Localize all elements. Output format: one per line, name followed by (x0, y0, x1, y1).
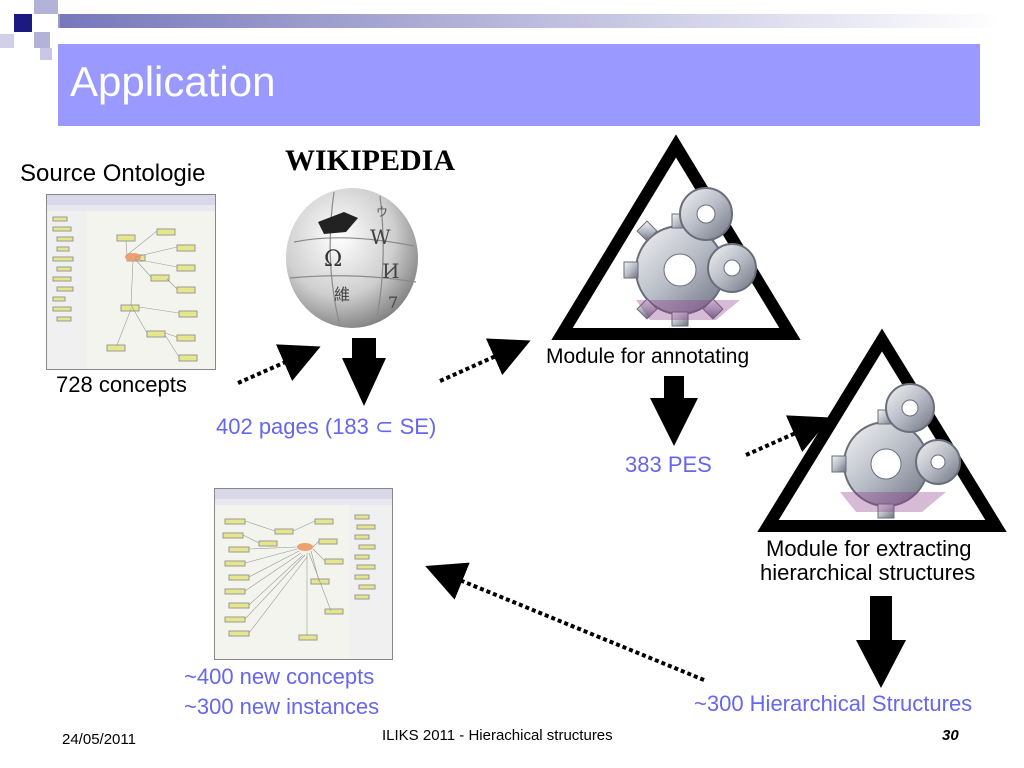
svg-text:И: И (382, 259, 399, 283)
subset-symbol: ⊂ (375, 414, 394, 439)
title-strip (60, 14, 1000, 28)
result-ontology-screenshot (214, 488, 393, 660)
wikipedia-logo-text: WIKIPEDIA (285, 144, 456, 177)
new-instances-label: ~300 new instances (184, 694, 380, 719)
dotted-arrow (425, 562, 705, 682)
new-concepts-label: ~400 new concepts (184, 664, 375, 689)
wikipedia-wordmark: WIKIPEDIA (285, 144, 455, 178)
pes-count: 383 PES (625, 452, 712, 477)
corner-square-light (0, 34, 14, 48)
corner-square-light (40, 48, 52, 60)
title-bar (58, 44, 980, 126)
extracting-module-icon (757, 328, 1007, 532)
hier-structures-label: ~300 Hierarchical Structures (694, 691, 973, 716)
page-number: 30 (942, 727, 959, 744)
corner-square-light (34, 32, 50, 48)
annotating-module-icon (551, 134, 801, 340)
source-count: 728 concepts (56, 372, 187, 397)
dotted-arrow (237, 344, 321, 385)
svg-text:W: W (370, 225, 391, 249)
svg-text:ウ: ウ (376, 205, 388, 219)
svg-text:7: 7 (388, 293, 398, 312)
down-arrow (856, 596, 906, 688)
svg-text:Ω: Ω (324, 247, 342, 272)
corner-square-light (34, 0, 58, 14)
dotted-arrow (745, 415, 831, 457)
down-arrow (342, 338, 386, 406)
footer-title: ILIKS 2011 - Hierachical structures (382, 727, 613, 744)
svg-text:維: 維 (334, 285, 350, 304)
pages-suffix: SE) (399, 414, 437, 439)
module-extracting-line1: Module for extracting (766, 536, 972, 561)
pages-prefix: 402 pages (183 (216, 414, 369, 439)
dotted-arrow (439, 338, 531, 383)
corner-square-dark (14, 14, 32, 32)
down-arrow (650, 376, 698, 446)
source-ontology-screenshot (46, 194, 216, 370)
pages-label: 402 pages (183 ⊂ SE) (216, 414, 436, 440)
module-annotating-label: Module for annotating (546, 345, 750, 368)
slide-title: Application (70, 58, 276, 105)
source-label: Source Ontologie (20, 160, 206, 187)
module-extracting-line2: hierarchical structures (760, 560, 976, 585)
wikipedia-globe-icon: Ω W И 維 7 ウ (284, 182, 420, 328)
footer-date: 24/05/2011 (62, 731, 136, 748)
